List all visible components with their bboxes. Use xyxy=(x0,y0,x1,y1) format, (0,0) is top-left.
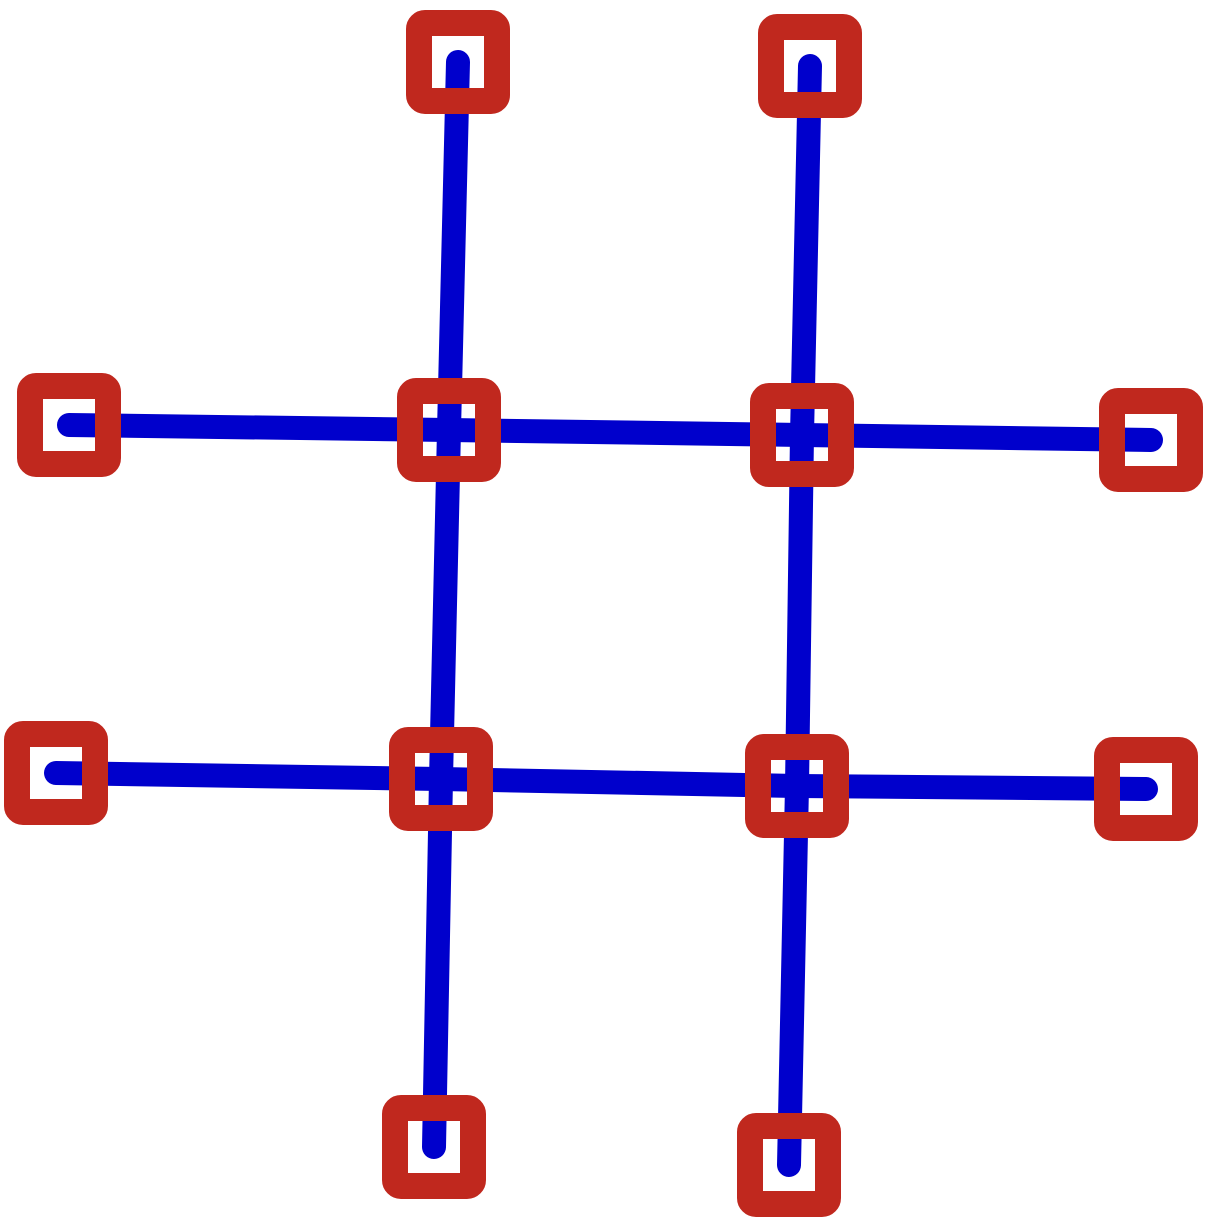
node-bottom-right-end xyxy=(737,1113,841,1217)
edge-junction-lower-left-to-junction-lower-right xyxy=(429,767,809,798)
node-right-lower-end xyxy=(1094,737,1198,841)
node-left-upper-end xyxy=(17,373,121,477)
edge-left-upper-end-to-junction-upper-left xyxy=(57,413,461,442)
edge-left-lower-end-to-junction-lower-left xyxy=(44,761,453,791)
edge-top-left-end-to-junction-upper-left xyxy=(437,50,470,442)
edge-junction-upper-left-to-junction-lower-left xyxy=(429,418,461,791)
node-junction-upper-right xyxy=(750,383,854,487)
node-left-lower-end xyxy=(4,721,108,825)
edge-top-right-end-to-junction-upper-right xyxy=(790,54,822,447)
edge-junction-upper-right-to-junction-lower-right xyxy=(785,423,814,798)
node-junction-lower-left xyxy=(389,727,493,831)
node-top-left-end xyxy=(406,10,510,114)
node-bottom-left-end xyxy=(382,1095,486,1199)
edge-layer xyxy=(44,50,1163,1177)
edge-junction-upper-right-to-right-upper-end xyxy=(790,423,1163,452)
node-top-right-end xyxy=(758,14,862,118)
node-right-upper-end xyxy=(1099,388,1203,492)
node-junction-lower-right xyxy=(745,734,849,838)
node-junction-upper-left xyxy=(397,378,501,482)
edge-junction-lower-right-to-right-lower-end xyxy=(785,774,1158,801)
edge-junction-lower-left-to-bottom-left-end xyxy=(422,767,453,1159)
node-layer xyxy=(4,10,1203,1217)
edge-junction-lower-right-to-bottom-right-end xyxy=(777,774,809,1177)
edge-junction-upper-left-to-junction-upper-right xyxy=(437,418,814,447)
